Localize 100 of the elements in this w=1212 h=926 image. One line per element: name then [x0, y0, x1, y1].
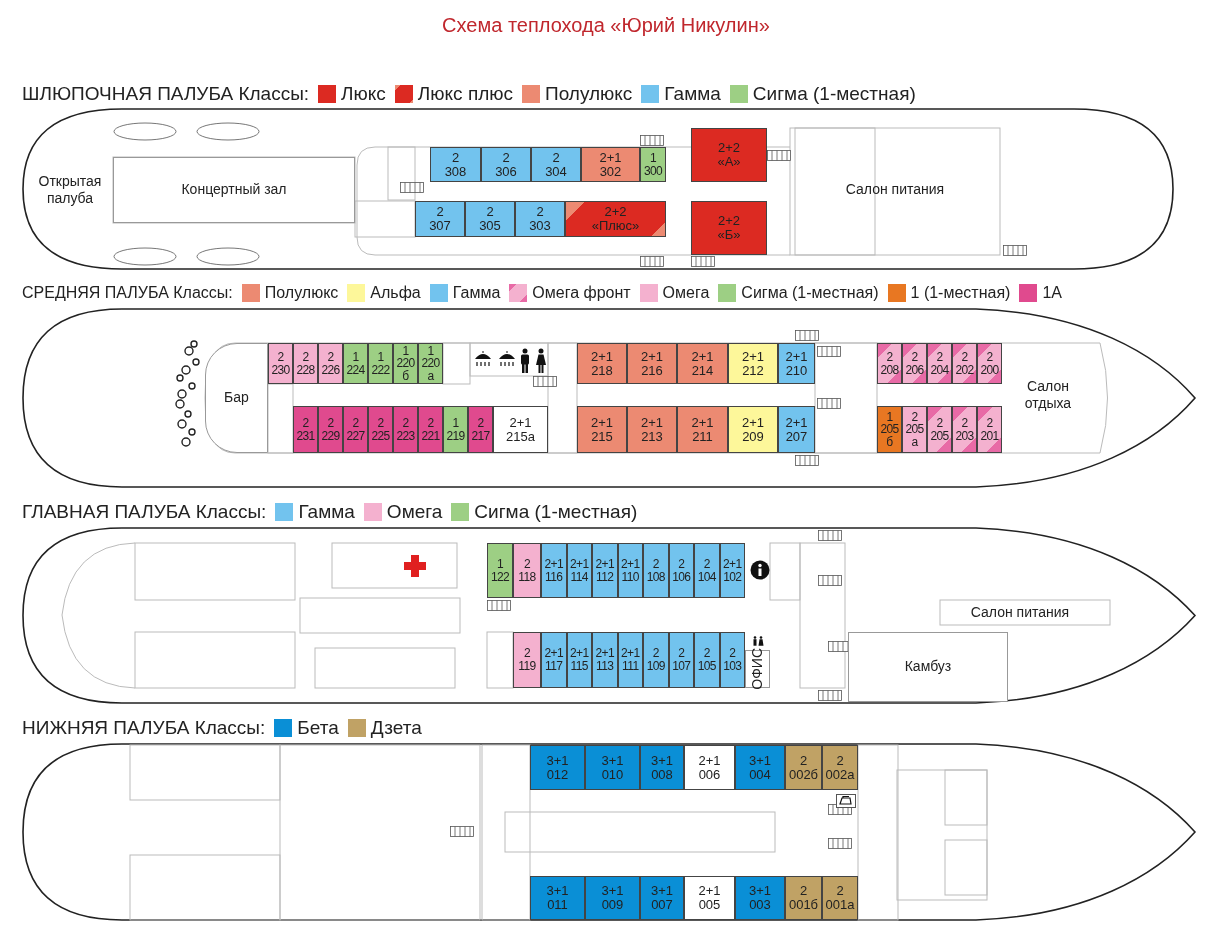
berth-count: 2 [277, 350, 284, 364]
cabin-box [677, 343, 728, 384]
cabin-box [481, 147, 531, 182]
cabin-number: 300 [643, 164, 663, 178]
berth-count: 2+1 [620, 557, 640, 571]
berth-count: 2 [377, 416, 384, 430]
berth-count: 1 [649, 151, 657, 165]
berth-count: 2 [523, 557, 531, 571]
legend-label: Сигма (1-местная) [752, 82, 916, 106]
cabin-box [719, 632, 745, 688]
berth-count: 2+1 [590, 349, 614, 364]
cabin-number: 222 [371, 363, 390, 377]
cabin-number: 119 [518, 660, 536, 673]
berth-count: 2+1 [595, 647, 615, 660]
berth-count: 2 [936, 416, 943, 430]
room-area [848, 632, 1008, 702]
cabin-number: 114 [570, 570, 588, 584]
berth-count: 2+2 [717, 141, 741, 155]
cabin-box [592, 632, 618, 688]
cabin-box [268, 343, 293, 384]
berth-count: 2 [799, 884, 808, 898]
cabin-number: 208 [880, 363, 899, 377]
berth-count: 2+1 [640, 415, 664, 430]
cabin-box [927, 343, 952, 384]
cabin-box [952, 343, 977, 384]
berth-count: 2+1 [785, 415, 808, 430]
berth-count: 3+1 [650, 884, 674, 898]
cabin-number: 224 [346, 363, 365, 377]
deck-heading: НИЖНЯЯ ПАЛУБА Классы: [22, 716, 266, 740]
berth-count: 2+1 [691, 349, 714, 364]
cabin-box [977, 343, 1002, 384]
cabin-number: 223 [396, 429, 415, 443]
berth-count: 2 [911, 410, 918, 424]
cabin-number: 231 [296, 429, 315, 443]
berth-count: 2 [652, 557, 659, 571]
legend-label: Гамма [452, 283, 501, 303]
legend-label: Гамма [298, 500, 355, 524]
berth-count: 2 [436, 205, 444, 219]
legend-label: Люкс плюс [417, 82, 513, 106]
cabin-box [393, 343, 418, 384]
room-label: Салон отдыха [1023, 377, 1073, 413]
cabin-number: 102 [723, 570, 742, 584]
cabin-box [531, 147, 581, 182]
berth-count: 2 [703, 557, 710, 571]
cabin-box [293, 406, 318, 453]
cabin-box [694, 543, 720, 598]
cabin-number: 213 [641, 429, 663, 444]
cabin-box [627, 406, 677, 453]
berth-count: 1 [402, 344, 409, 358]
cabin-box [293, 343, 318, 384]
cabin-number: 107 [672, 660, 691, 673]
cabin-box [430, 147, 481, 182]
cabin-number: 104 [697, 570, 716, 584]
cabin-box [343, 343, 368, 384]
cabin-number: 003 [749, 898, 771, 912]
cabin-box [778, 406, 815, 453]
legend-label: Омега [662, 283, 710, 303]
cabin-number: 216 [641, 363, 663, 378]
berth-count: 2 [799, 753, 808, 768]
cabin-number: 217 [471, 429, 490, 443]
berth-count: 2 [703, 647, 710, 660]
berth-count: 2 [936, 350, 943, 364]
cabin-number: 220 а [420, 357, 441, 383]
cabin-box [677, 406, 728, 453]
berth-count: 2 [986, 416, 993, 430]
cabin-box [617, 632, 643, 688]
cabin-box [902, 406, 927, 453]
legend-label: Сигма (1-местная) [741, 283, 879, 303]
cabin-box [566, 632, 592, 688]
cabin-number: 004 [749, 767, 771, 782]
cabin-number: 110 [621, 570, 639, 584]
berth-count: 2 [523, 647, 531, 660]
cabin-box [785, 876, 822, 920]
cabin-box [728, 406, 778, 453]
berth-count: 3+1 [546, 753, 569, 768]
berth-count: 1 [452, 416, 459, 430]
cabin-box [592, 543, 618, 598]
cabin-box [719, 543, 745, 598]
cabin-box [694, 632, 720, 688]
cabin-box [735, 876, 785, 920]
berth-count: 2 [886, 350, 893, 364]
cabin-number: 201 [980, 429, 999, 443]
berth-count: 2 [302, 416, 309, 430]
cabin-box [735, 745, 785, 790]
cabin-box [902, 343, 927, 384]
berth-count: 2 [986, 350, 993, 364]
legend-label: Гамма [664, 82, 721, 106]
cabin-number: 002б [788, 767, 819, 782]
cabin-box [684, 876, 735, 920]
cabin-number: 205 а [904, 423, 925, 449]
cabin-number: 230 [271, 363, 290, 377]
cabin-box [668, 632, 694, 688]
room-label: Салон питания [845, 181, 945, 199]
berth-count: 1 [886, 410, 893, 424]
cabin-box [368, 343, 393, 384]
berth-count: 2+2 [604, 205, 627, 219]
berth-count: 2+2 [717, 214, 741, 228]
berth-count: 2+1 [595, 557, 615, 571]
cabin-number: 215 [591, 429, 613, 444]
legend-label: Сигма (1-местная) [474, 500, 638, 524]
